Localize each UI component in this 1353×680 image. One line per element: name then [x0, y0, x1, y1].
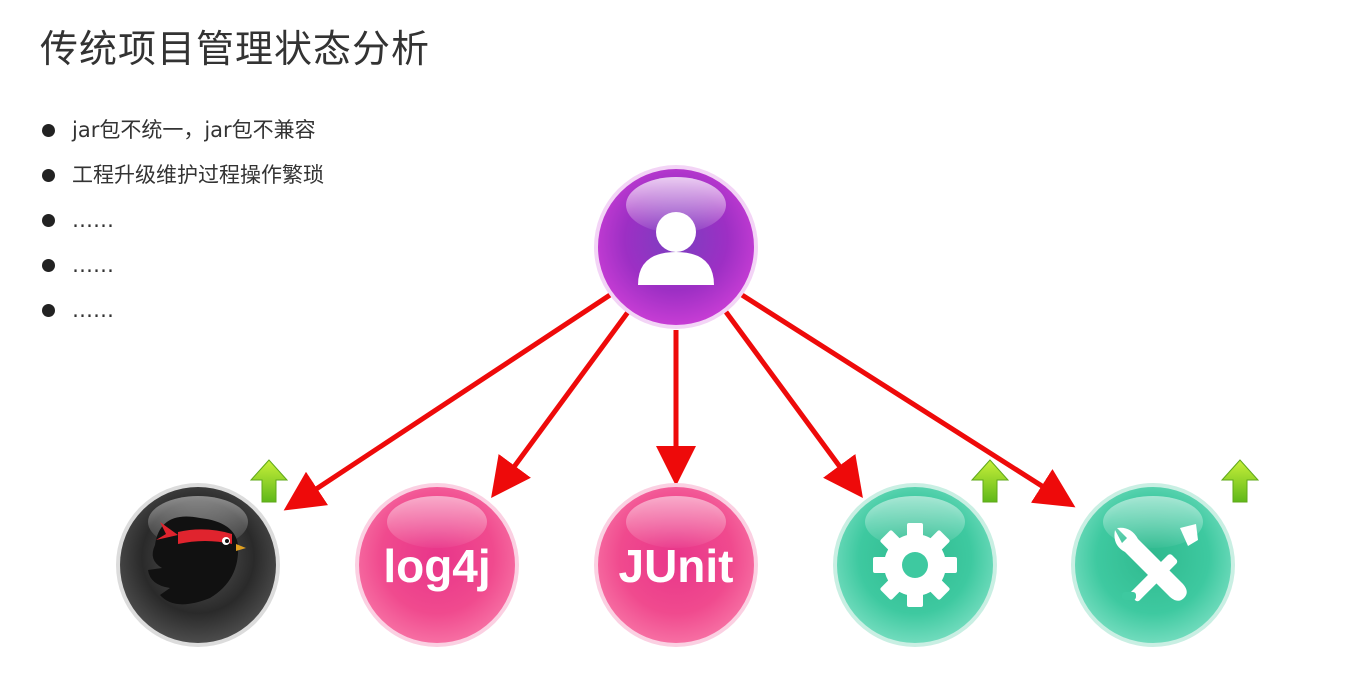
- page-title: 传统项目管理状态分析: [40, 27, 431, 71]
- bullet-item: ……: [40, 202, 324, 247]
- bullet-text: ……: [72, 253, 114, 277]
- user-icon: [638, 212, 714, 285]
- bullet-item: jar包不统一，jar包不兼容: [40, 112, 324, 157]
- upgrade-arrow-bird: [249, 459, 289, 503]
- arrow-to-bird: [283, 292, 612, 511]
- upgrade-arrow-tools: [1220, 459, 1260, 503]
- log4j-label: log4j: [383, 540, 490, 592]
- bullet-dot: [42, 214, 55, 227]
- arrow-to-gear: [723, 310, 863, 499]
- bullet-text: ……: [72, 298, 114, 322]
- ninja-bird-icon: [148, 516, 246, 605]
- upgrade-arrow-icon: [249, 459, 289, 503]
- bullet-dot: [42, 124, 55, 137]
- root-user-node: [594, 165, 758, 329]
- node-tools: [1071, 483, 1235, 647]
- node-log4j: log4j: [355, 483, 519, 647]
- bullet-text: jar包不统一，jar包不兼容: [72, 118, 316, 142]
- upgrade-arrow-icon: [1220, 459, 1260, 503]
- bullet-item: 工程升级维护过程操作繁琐: [40, 157, 324, 202]
- bullet-item: ……: [40, 247, 324, 292]
- arrow-to-tools: [740, 292, 1076, 508]
- node-gear: [833, 483, 997, 647]
- gear-icon: [873, 523, 957, 607]
- node-bird: [116, 483, 280, 647]
- upgrade-arrow-icon: [970, 459, 1010, 503]
- arrow-to-log4j: [491, 310, 631, 499]
- junit-label: JUnit: [619, 540, 734, 592]
- bullet-dot: [42, 259, 55, 272]
- bullet-item: ……: [40, 292, 324, 337]
- arrows: [283, 292, 1076, 511]
- bullet-list: jar包不统一，jar包不兼容 工程升级维护过程操作繁琐 …… …… ……: [40, 112, 324, 337]
- upgrade-arrow-gear: [970, 459, 1010, 503]
- tools-icon: [1114, 524, 1198, 602]
- bullet-text: 工程升级维护过程操作繁琐: [72, 163, 324, 187]
- bullet-dot: [42, 169, 55, 182]
- bullet-dot: [42, 304, 55, 317]
- bullet-text: ……: [72, 208, 114, 232]
- node-junit: JUnit: [594, 483, 758, 647]
